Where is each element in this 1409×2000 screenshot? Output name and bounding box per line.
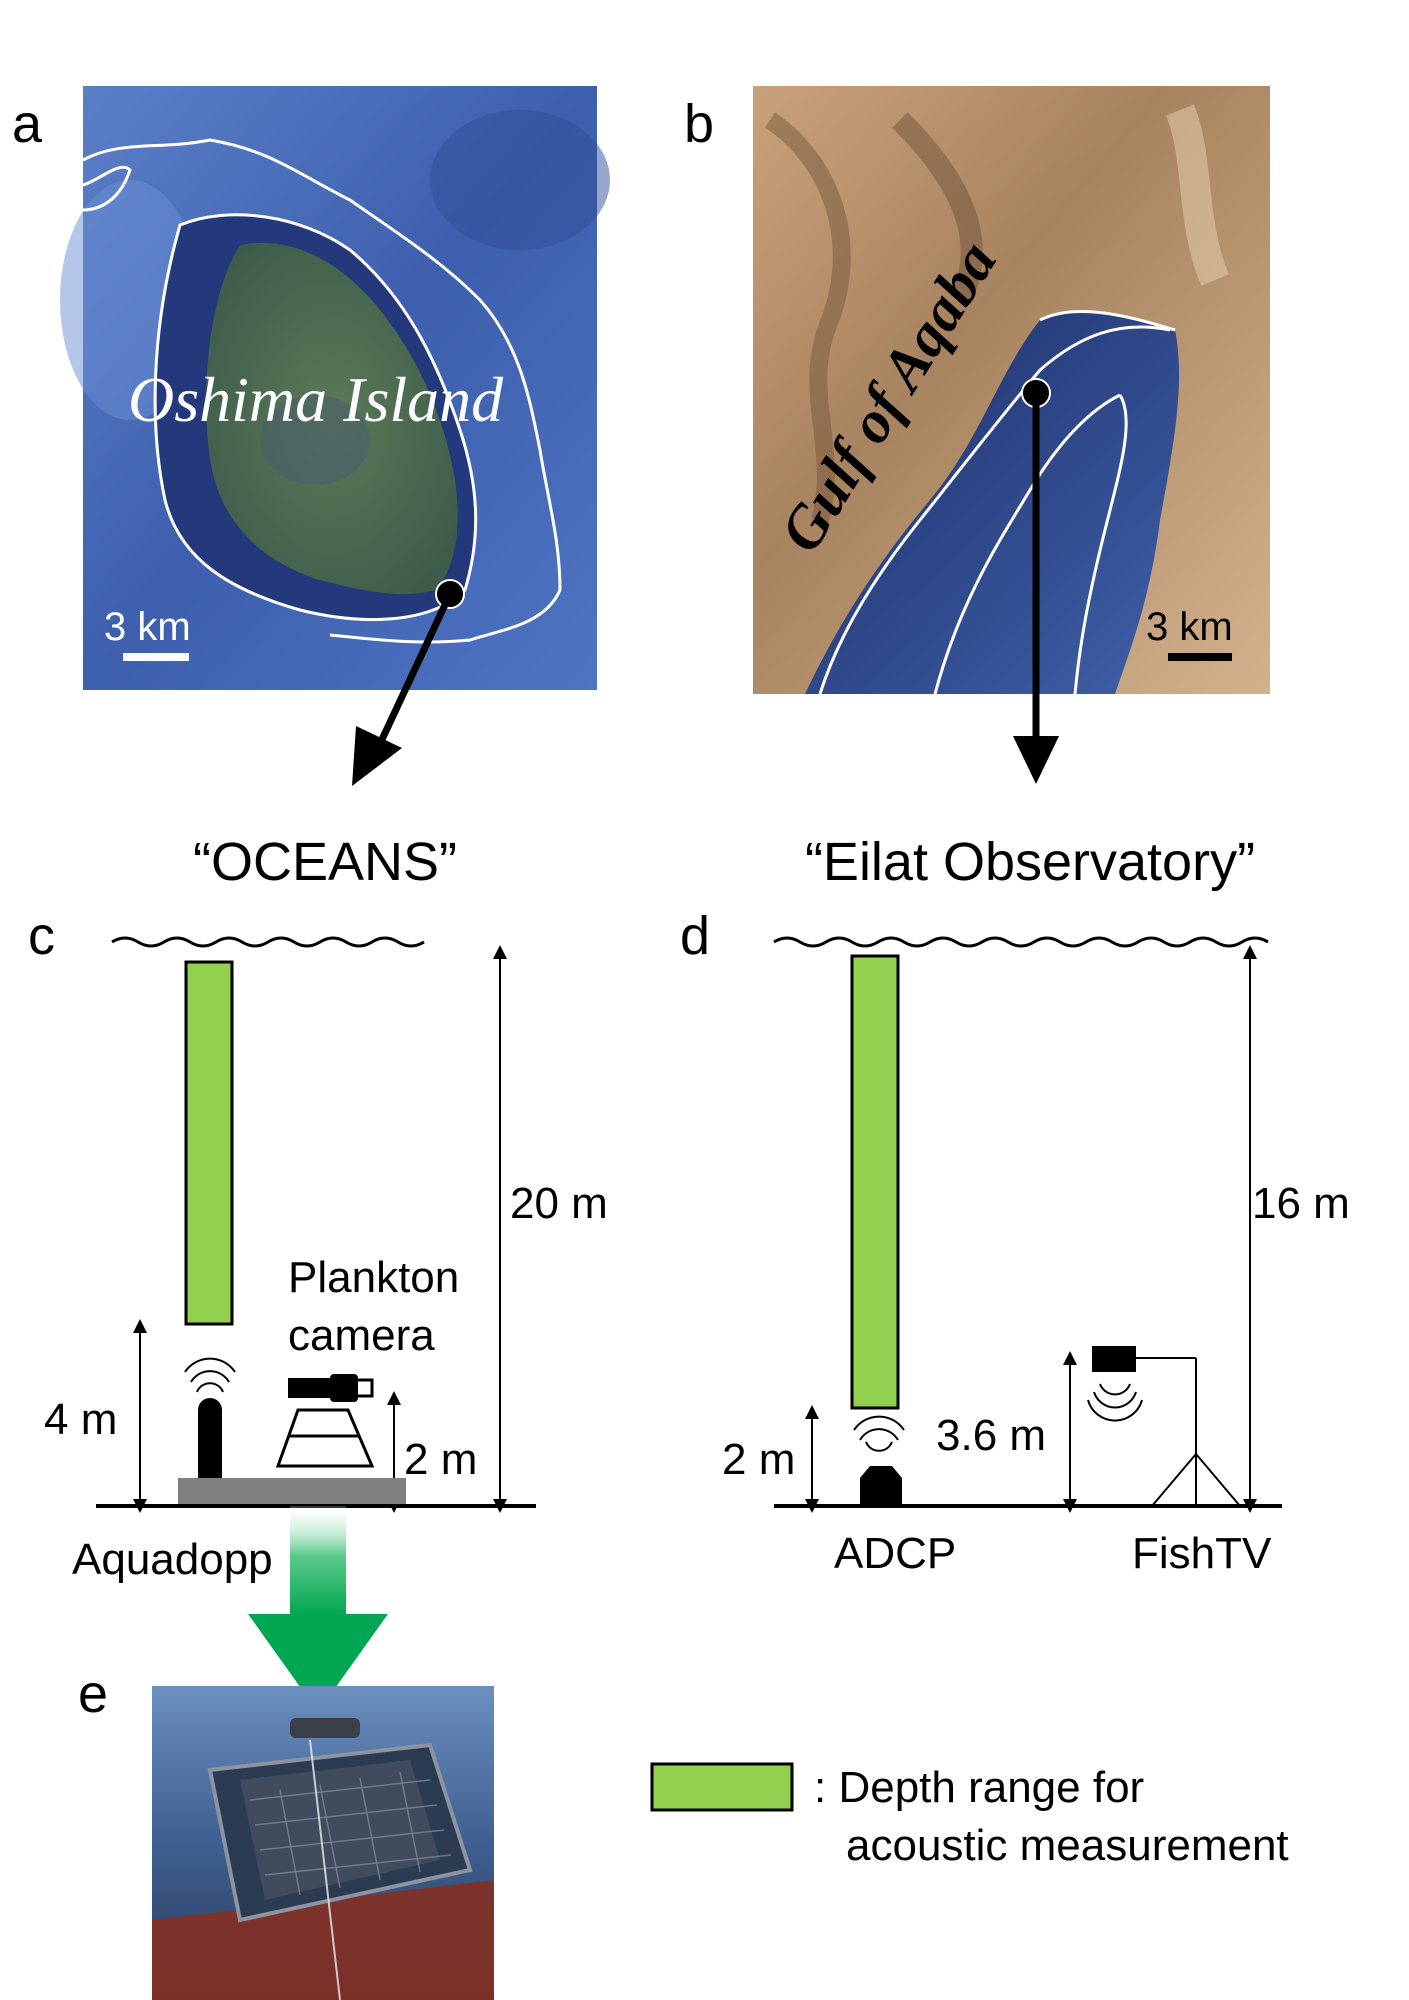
depth-range-bar-c [184,960,234,1326]
panel-c-letter: c [28,906,55,966]
legend-swatch [650,1762,794,1812]
arrow-b-to-d [1013,393,1059,784]
camera-icon [275,1374,375,1468]
fishtv-camera-icon [1087,1346,1241,1507]
adcp-transducer-icon [853,1415,905,1506]
camera-label-line-1: Plankton [288,1253,459,1302]
legend-text-line-2: acoustic measurement [846,1821,1289,1870]
contour-outer [82,138,562,644]
panel-b: b Gulf of Aqaba 3 km [684,86,1270,695]
panel-d: “Eilat Observatory” d 16 m 2 m 3.6 m [680,832,1350,1578]
instrument-label-d-1: ADCP [834,1529,956,1578]
contour-b-3 [1073,394,1128,695]
contour-b-2 [933,393,1121,695]
camera-label-line-2: camera [288,1311,435,1360]
gulf-sea [805,311,1180,694]
map-aqaba: Gulf of Aqaba 3 km [753,86,1270,695]
depth-range-bar-d [850,954,900,1410]
panel-a: a Oshima Island 3 km [12,86,610,690]
panel-c: “OCEANS” c 20 m 4 m Plankton camera [28,832,608,1712]
instrument-label-c: Aquadopp [72,1535,273,1584]
panel-a-letter: a [12,94,43,154]
panel-e-letter: e [78,1664,108,1724]
platform-c [178,1478,406,1506]
panel-d-letter: d [680,906,710,966]
sensor-height-d: 2 m [722,1435,795,1484]
sensor-height-c: 4 m [44,1395,117,1444]
scale-bar-a [123,653,189,661]
panel-b-letter: b [684,94,714,154]
place-name-oshima: Oshima Island [128,364,504,435]
scale-label-a: 3 km [104,605,191,649]
total-depth-d: 16 m [1252,1179,1350,1228]
site-title-d: “Eilat Observatory” [805,832,1255,892]
wave-surface-icon-d [773,936,1269,948]
total-depth-c: 20 m [510,1179,608,1228]
scale-label-b: 3 km [1146,605,1233,649]
legend-text-line-1: : Depth range for [814,1763,1144,1812]
transducer-icon [184,1357,236,1478]
arrow-a-to-c [352,592,454,786]
camera-height-c: 2 m [404,1435,477,1484]
scale-bar-b [1168,653,1232,661]
green-arrow-c-to-e [248,1506,388,1712]
instrument-label-d-2: FishTV [1132,1529,1272,1578]
legend: : Depth range for acoustic measurement [650,1762,1289,1870]
map-oshima: Oshima Island 3 km [60,86,610,690]
panel-e: e [78,1664,494,2000]
contour-b-1 [818,325,1171,695]
photo-oceans-platform [152,1686,494,2000]
site-title-c: “OCEANS” [193,832,457,892]
wave-surface-icon [111,936,425,948]
fish-height-d: 3.6 m [936,1411,1046,1460]
